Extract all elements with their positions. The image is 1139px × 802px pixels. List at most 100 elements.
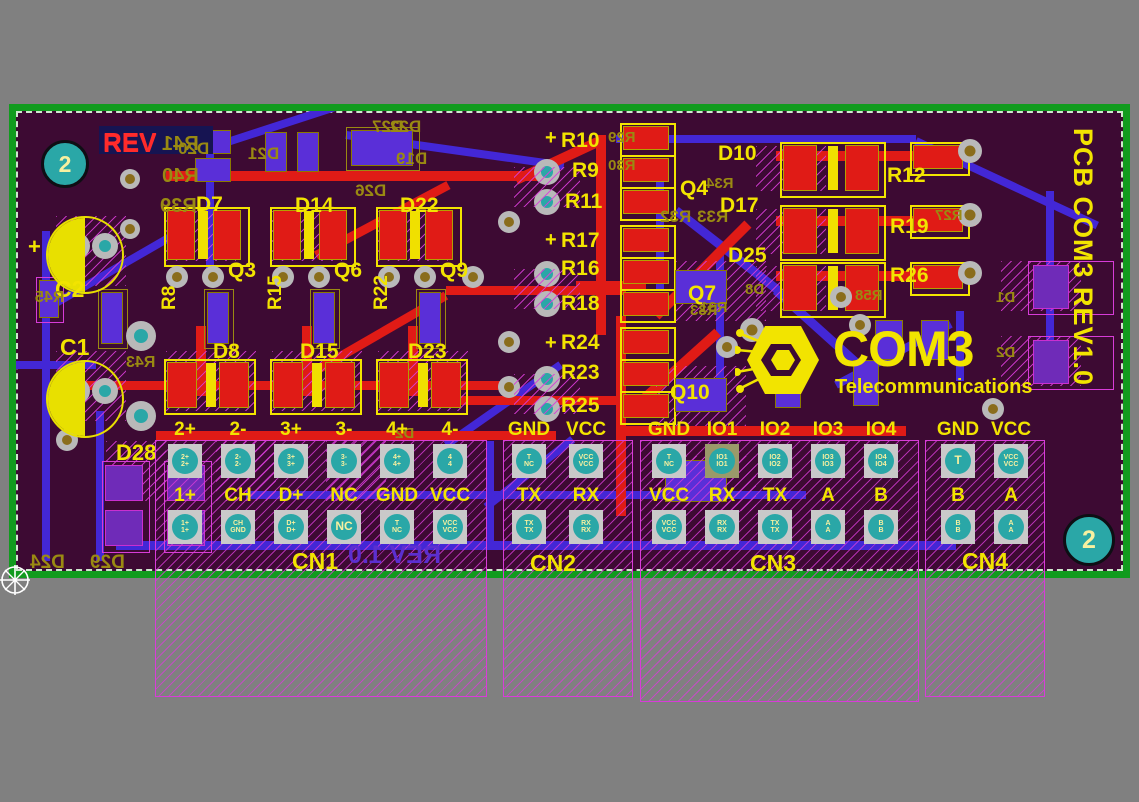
via xyxy=(716,336,738,358)
pad-net-label: IO1 xyxy=(716,461,728,468)
silk-designator-d7: D7 xyxy=(196,193,223,216)
rev-selection-box[interactable] xyxy=(99,126,213,154)
silk-designator-rev: REV xyxy=(103,128,157,158)
connector-pad[interactable]: 3+3+ xyxy=(274,444,308,478)
pad-net-label: A xyxy=(1008,519,1014,527)
silk-designator-d21: D21 xyxy=(248,144,280,163)
smd-pad xyxy=(623,292,669,316)
pad-net-label: A xyxy=(1008,527,1014,534)
silk-designator-r27: R27 xyxy=(935,207,963,224)
pad-net-label: 1+ xyxy=(181,519,189,527)
pad-hole: 3+3+ xyxy=(278,448,304,474)
smd-pad xyxy=(213,210,241,260)
smd-pad xyxy=(419,292,441,344)
connector-pad[interactable]: D+D+ xyxy=(274,510,308,544)
smd-pad xyxy=(1033,340,1069,384)
component-outline xyxy=(164,207,250,267)
smd-pad xyxy=(304,211,314,259)
pin-name-vcc: VCC xyxy=(429,485,471,506)
pad-hole: 3-3- xyxy=(331,448,357,474)
connector-pad[interactable]: 2+2+ xyxy=(168,444,202,478)
pin-name-gnd: GND xyxy=(507,419,551,440)
component-outline xyxy=(780,205,886,261)
pin-name-io1: IO1 xyxy=(706,419,738,440)
pad-net-label: VCC xyxy=(661,527,677,534)
silk-designator-r11: R11 xyxy=(565,190,603,213)
silk-designator-r29: R29 xyxy=(608,129,636,146)
via xyxy=(498,331,520,353)
com3-logo: COM3 Telecommunications xyxy=(735,318,1065,410)
pin-name-vcc: VCC xyxy=(990,419,1032,440)
connector-cn2-keepout[interactable] xyxy=(503,440,633,697)
smd-pad xyxy=(623,362,669,386)
connector-cn4-keepout[interactable] xyxy=(925,440,1045,697)
component-outline xyxy=(1028,336,1114,390)
via xyxy=(120,219,140,239)
connector-pad[interactable]: 2-2- xyxy=(221,444,255,478)
connector-name-cn2: CN2 xyxy=(530,550,577,576)
connector-pad[interactable]: T xyxy=(941,444,975,478)
pin-name-3: 3+ xyxy=(280,419,302,440)
component-outline xyxy=(780,142,886,198)
test-point-badge-bottom-right[interactable]: 2 xyxy=(1063,514,1115,566)
pin-name-io4: IO4 xyxy=(865,419,897,440)
silk-designator-r39: R39 xyxy=(160,195,197,217)
pad-hole: 2+2+ xyxy=(172,448,198,474)
smd-pad xyxy=(297,132,319,172)
pad-net-label: B xyxy=(878,519,884,527)
smd-pad xyxy=(913,208,963,232)
connector-pad[interactable]: 4+4+ xyxy=(380,444,414,478)
trace-top xyxy=(156,431,556,440)
silk-designator-d22: D22 xyxy=(390,117,422,136)
smd-pad xyxy=(425,210,453,260)
pad-hole: T xyxy=(945,448,971,474)
connector-cn3-keepout[interactable] xyxy=(640,440,919,702)
pad-net-label: 3- xyxy=(340,461,348,468)
connector-cn1-keepout[interactable] xyxy=(155,440,487,697)
smd-pad xyxy=(828,146,838,190)
test-point-badge-top-left[interactable]: 2 xyxy=(41,140,89,188)
via xyxy=(202,266,224,288)
pin-name-a: A xyxy=(821,485,835,506)
connector-pad[interactable]: NC xyxy=(327,510,361,544)
smd-pad xyxy=(783,145,817,191)
mounting-pad-pour xyxy=(514,167,580,207)
through-hole xyxy=(126,321,156,351)
smd-pad xyxy=(783,208,817,254)
pad-net-label: D+ xyxy=(286,519,296,527)
component-outline xyxy=(310,289,340,349)
silk-designator-q7: Q7 xyxy=(688,282,717,305)
silk-designator-r43: R43 xyxy=(126,354,156,371)
logo-tagline: Telecommunications xyxy=(835,376,1033,398)
silk-designator-d28: D28 xyxy=(116,440,157,465)
connector-pad[interactable]: 1+1+ xyxy=(168,510,202,544)
via xyxy=(308,266,330,288)
connector-pad[interactable]: 3-3- xyxy=(327,444,361,478)
pad-net-label: D+ xyxy=(286,527,296,534)
